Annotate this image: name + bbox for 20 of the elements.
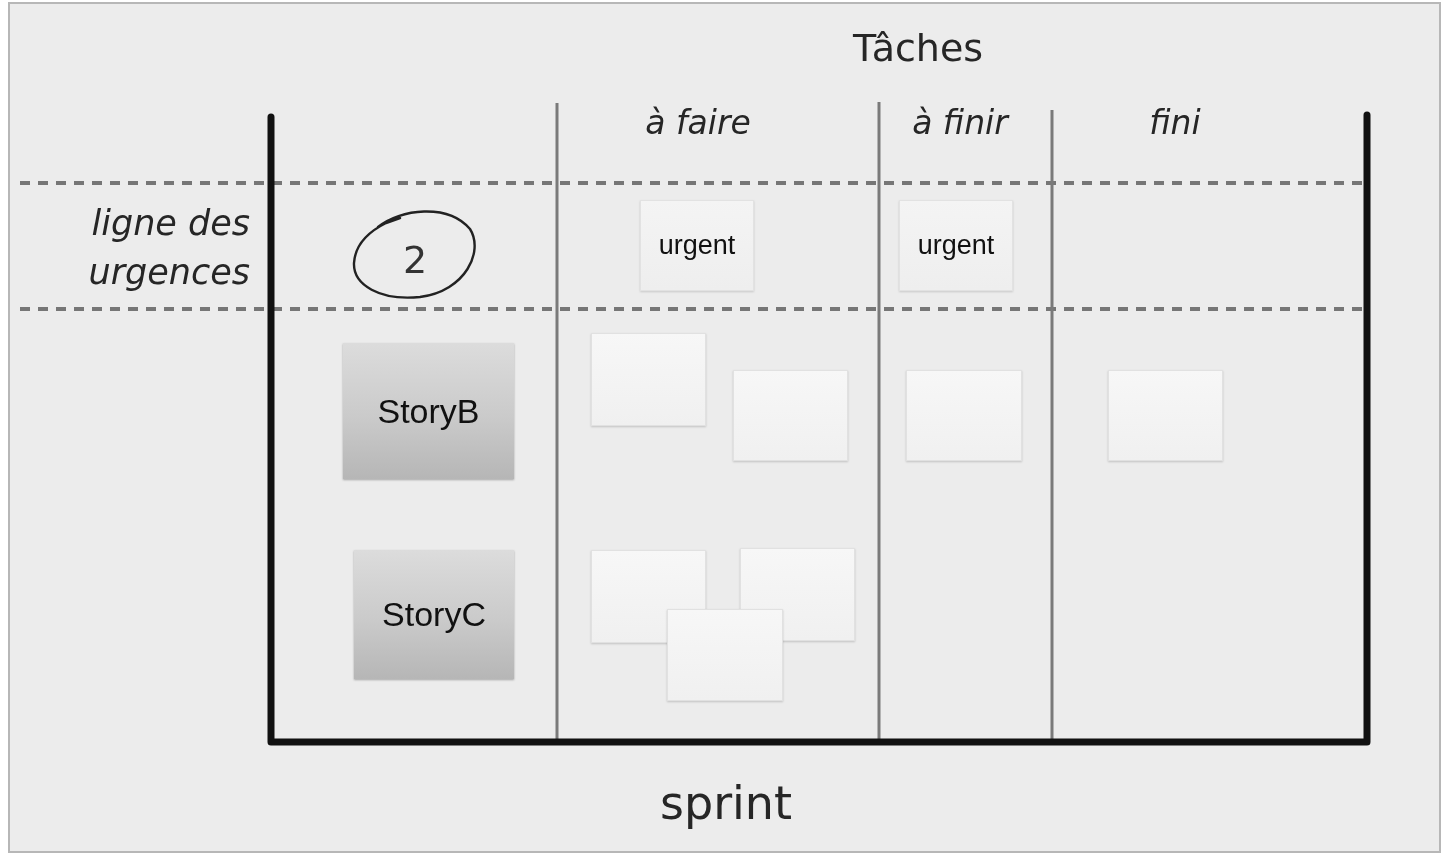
story-title: StoryB [377, 391, 480, 431]
note-text: urgent [658, 230, 736, 261]
column-heading: à finir [911, 102, 1011, 144]
task-note [640, 200, 754, 291]
story-card [343, 343, 514, 479]
column-group-heading: Tâches [851, 25, 985, 72]
circled-number: 2 [402, 238, 428, 282]
note-text: urgent [917, 230, 995, 261]
sticky-note [733, 370, 848, 461]
sticky-note [1108, 370, 1223, 461]
story-title: StoryC [382, 595, 486, 634]
swimlane-label: ligne des urgences [87, 202, 250, 294]
column-heading: à faire [644, 102, 752, 144]
sticky-note [667, 609, 783, 701]
column-heading: fini [1148, 102, 1202, 144]
task-note [899, 200, 1013, 291]
sticky-note [906, 370, 1022, 461]
board-caption: sprint [658, 775, 794, 832]
story-card [354, 550, 514, 679]
sticky-note [591, 333, 706, 426]
